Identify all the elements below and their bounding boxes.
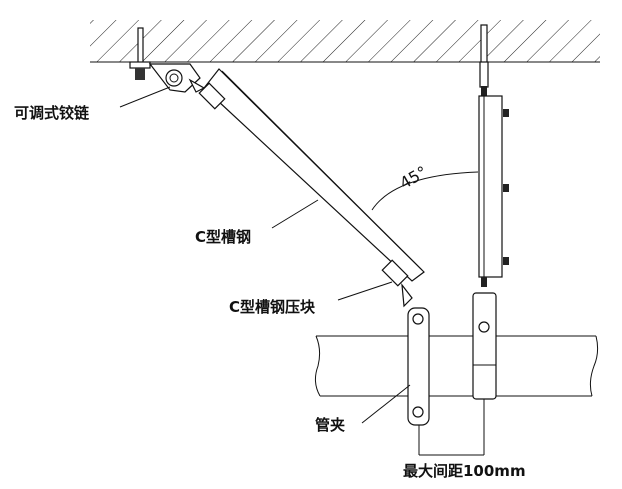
pipe-clamp-leader [361,384,411,424]
left-pipe-clamp [407,307,430,426]
right-pipe-clamp [472,292,497,400]
left-anchor-bolt [129,27,151,80]
angle-arc [371,171,479,211]
pipe-clamp-label: 管夹 [315,416,345,434]
diagonal-c-channel [198,68,425,308]
adjustable-hinge [148,63,206,93]
vertical-hanger [478,24,509,287]
channel-clamp-block-label: C型槽钢压块 [229,298,316,316]
channel-label: C型槽钢 [195,228,251,246]
channel-leader [271,199,319,229]
pipe [314,335,599,397]
clamp-block-leader [337,281,393,301]
ceiling-hatch [90,20,600,62]
spacing-dimension [418,399,485,456]
hinge-label: 可调式铰链 [14,104,90,122]
max-spacing-label: 最大间距100mm [403,462,526,480]
angle-label: 45° [396,162,430,193]
hinge-leader [119,86,171,108]
